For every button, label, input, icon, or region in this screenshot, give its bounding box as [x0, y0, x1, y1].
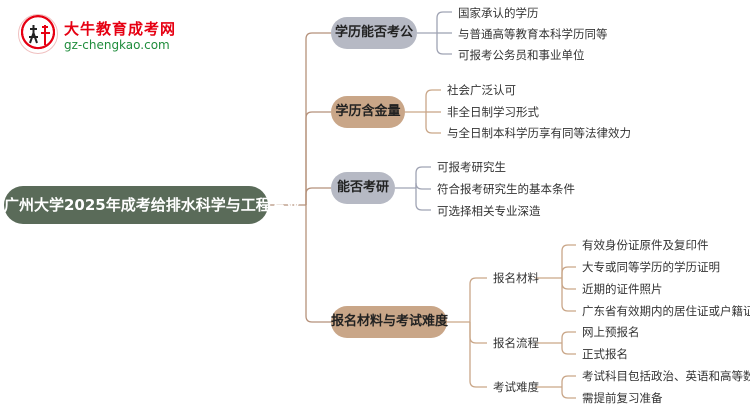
root-node: 广州大学2025年成考给排水科学与工程专业: [4, 186, 301, 224]
group0-connector-edge: [561, 244, 576, 278]
group2-connector-edge: [561, 387, 576, 399]
leaf-node: 广东省有效期内的居住证或户籍证明: [582, 304, 750, 318]
leaf-node: 可选择相关专业深造: [437, 204, 541, 218]
leaf-node: 社会广泛认可: [447, 83, 516, 97]
leaf-node: 考试科目包括政治、英语和高等数学: [582, 369, 750, 383]
group1-connector-edge: [561, 331, 576, 343]
sub-group-node: 报名材料: [493, 271, 539, 285]
logo-name: 大牛教育成考网: [64, 20, 177, 38]
branch1-connector-edge: [425, 89, 441, 112]
branch0-connector-edge: [436, 11, 452, 33]
logo-url: gz-chengkao.com: [64, 38, 170, 52]
leaf-node: 需提前复习准备: [582, 391, 663, 405]
leaf-node: 正式报名: [582, 347, 628, 361]
root-connector-edge: [305, 205, 331, 323]
group2-connector-edge: [561, 375, 576, 387]
group0-connector-edge: [561, 266, 576, 278]
leaf-node: 符合报考研究生的基本条件: [437, 182, 575, 196]
branch0-connector-edge: [436, 33, 452, 55]
branch2-connector-edge: [415, 182, 431, 190]
group0-connector-edge: [561, 278, 576, 290]
branch3-connector-edge: [469, 277, 487, 322]
root-connector-edge: [305, 32, 331, 205]
branch-node: 能否考研: [331, 172, 395, 204]
group0-connector-edge: [561, 278, 576, 312]
branch2-connector-edge: [415, 188, 431, 211]
branch3-connector-edge: [469, 322, 487, 388]
leaf-node: 可报考研究生: [437, 160, 506, 174]
leaf-node: 网上预报名: [582, 325, 640, 339]
logo-mark-icon: [18, 14, 58, 54]
leaf-node: 非全日制学习形式: [447, 105, 539, 119]
branch3-connector-edge: [469, 322, 487, 344]
root-connector-edge: [305, 187, 331, 205]
site-logo[interactable]: 大牛教育成考网 gz-chengkao.com: [18, 14, 175, 56]
branch-node: 学历能否考公: [331, 17, 417, 49]
sub-group-node: 考试难度: [493, 380, 539, 394]
leaf-node: 与普通高等教育本科学历同等: [458, 27, 608, 41]
leaf-node: 有效身份证原件及复印件: [582, 238, 709, 252]
leaf-node: 近期的证件照片: [582, 282, 663, 296]
branch-node: 报名材料与考试难度: [331, 306, 448, 338]
sub-group-node: 报名流程: [493, 336, 539, 350]
leaf-node: 与全日制本科学历享有同等法律效力: [447, 126, 631, 140]
branch2-connector-edge: [415, 166, 431, 188]
root-connector-edge: [305, 111, 331, 205]
branch-node: 学历含金量: [331, 96, 405, 128]
group1-connector-edge: [561, 343, 576, 355]
leaf-node: 可报考公务员和事业单位: [458, 48, 585, 62]
branch1-connector-edge: [425, 112, 441, 134]
leaf-node: 国家承认的学历: [458, 6, 539, 20]
leaf-node: 大专或同等学历的学历证明: [582, 260, 720, 274]
